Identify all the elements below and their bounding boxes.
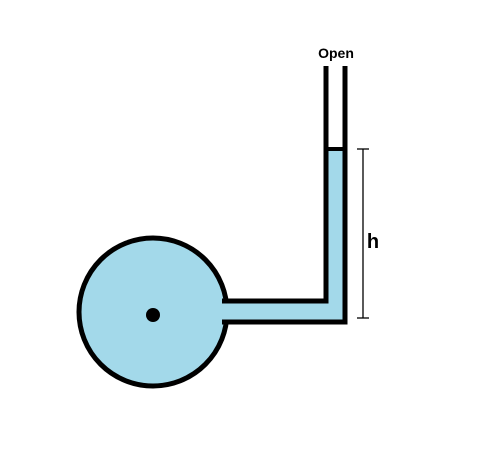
pipe-inner-wall (222, 66, 329, 304)
tank-center-dot (146, 308, 160, 322)
tube-fluid-column (326, 149, 344, 323)
connecting-pipe-fluid (222, 302, 344, 323)
pipe-walls (222, 66, 348, 325)
pipe-outer-wall (222, 66, 348, 325)
height-label: h (367, 231, 379, 253)
height-dimension (357, 148, 369, 319)
open-label: Open (318, 45, 354, 61)
